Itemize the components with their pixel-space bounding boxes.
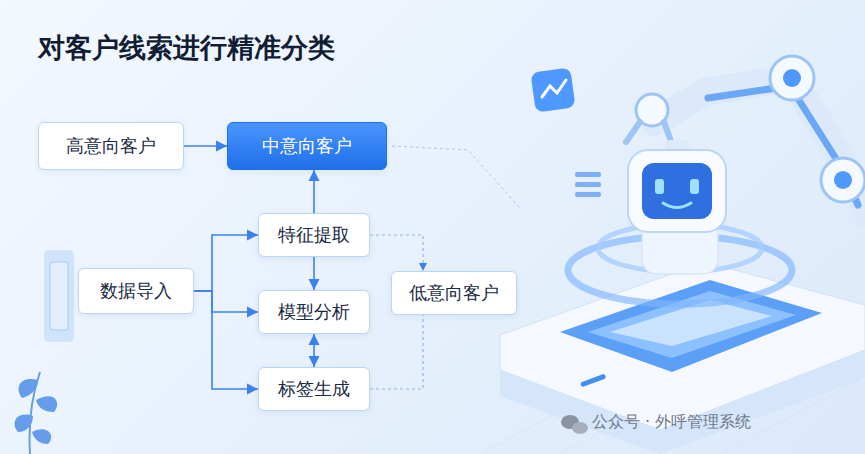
process-box: 标签生成 bbox=[258, 367, 370, 411]
process-box: 低意向客户 bbox=[391, 271, 517, 315]
node-label: 中意向客户 bbox=[262, 134, 352, 158]
dashed-connector bbox=[370, 235, 423, 271]
arrow-connector bbox=[313, 257, 315, 290]
highlight-box: 中意向客户 bbox=[227, 122, 387, 170]
node-label: 特征提取 bbox=[278, 223, 350, 247]
dashed-connector bbox=[370, 315, 423, 389]
stripes bbox=[575, 172, 601, 197]
process-box: 数据导入 bbox=[78, 268, 194, 314]
chart-bubble bbox=[530, 67, 575, 112]
arrow-connector bbox=[184, 145, 227, 147]
node-label: 模型分析 bbox=[278, 300, 350, 324]
wechat-icon bbox=[561, 415, 588, 434]
process-box: 高意向客户 bbox=[38, 122, 184, 170]
arrow-connector bbox=[194, 291, 258, 389]
arrow-connector bbox=[194, 291, 258, 312]
process-box: 模型分析 bbox=[258, 290, 370, 334]
diagram-title: 对客户线索进行精准分类 bbox=[38, 30, 335, 66]
side-panel bbox=[44, 250, 74, 342]
watermark: 公众号 · 外呼管理系统 bbox=[592, 412, 751, 433]
node-label: 标签生成 bbox=[278, 377, 350, 401]
robot-arm bbox=[626, 56, 865, 215]
node-label: 低意向客户 bbox=[409, 281, 499, 305]
leader-line bbox=[392, 146, 522, 210]
robot bbox=[628, 140, 726, 274]
platform bbox=[500, 262, 865, 454]
arrow-connector bbox=[194, 235, 258, 291]
leaves bbox=[14, 372, 57, 454]
node-label: 数据导入 bbox=[100, 279, 172, 303]
arrow-connector bbox=[313, 170, 315, 213]
node-label: 高意向客户 bbox=[66, 134, 156, 158]
arrow-connector bbox=[313, 334, 315, 367]
process-box: 特征提取 bbox=[258, 213, 370, 257]
